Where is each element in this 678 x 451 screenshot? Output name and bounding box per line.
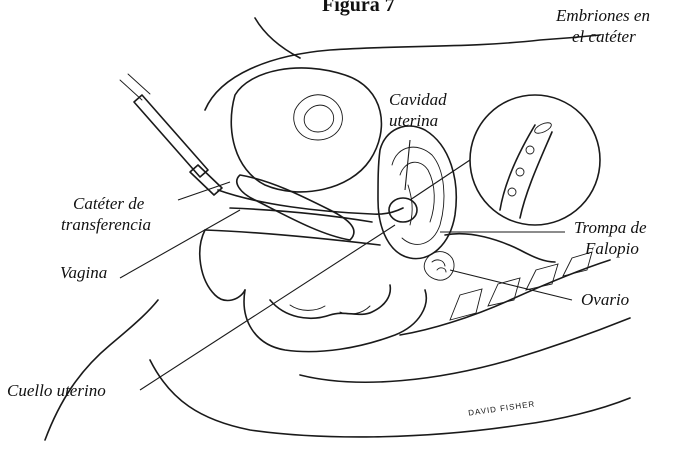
syringe-barrel bbox=[134, 95, 208, 177]
vagina-upper bbox=[230, 208, 372, 222]
cervix bbox=[389, 198, 417, 222]
bladder-inner-2 bbox=[304, 105, 333, 132]
label-ovary: Ovario bbox=[581, 290, 629, 310]
uterus-layer-1 bbox=[392, 147, 444, 244]
label-embryos-line1: Embriones en bbox=[556, 6, 650, 26]
vertebra-3 bbox=[526, 264, 558, 290]
label-cavity-line2: uterina bbox=[389, 111, 438, 131]
magnifier-circle bbox=[470, 95, 600, 225]
syringe-plunger bbox=[120, 74, 150, 100]
magnified-catheter-top bbox=[500, 125, 535, 210]
peritoneum bbox=[300, 318, 630, 382]
bowel-inner bbox=[290, 305, 370, 314]
uterus bbox=[378, 126, 456, 259]
sacrum-outline bbox=[400, 260, 610, 335]
vertebra-1 bbox=[450, 289, 482, 320]
lower-back-outline bbox=[150, 360, 630, 437]
vulva bbox=[200, 230, 245, 300]
embryo-3 bbox=[508, 188, 516, 196]
ovary-detail bbox=[432, 260, 446, 272]
leader-ovary bbox=[450, 270, 572, 300]
label-vagina: Vagina bbox=[60, 263, 107, 283]
label-embryos-line2: el catéter bbox=[572, 27, 636, 47]
leader-cervix bbox=[140, 225, 395, 390]
label-tube-line2: Falopio bbox=[585, 239, 639, 259]
label-tube-line1: Trompa de bbox=[574, 218, 647, 238]
bowel-loops bbox=[270, 285, 390, 318]
label-catheter-line1: Catéter de bbox=[73, 194, 144, 214]
figure-title: Figura 7 bbox=[322, 0, 395, 16]
magnified-catheter-bottom bbox=[520, 132, 552, 218]
fallopian-tube bbox=[445, 234, 555, 262]
rectum bbox=[244, 290, 426, 352]
label-cavity-line1: Cavidad bbox=[389, 90, 447, 110]
label-cervix: Cuello uterino bbox=[7, 381, 106, 401]
body-outline bbox=[255, 18, 300, 58]
embryo-1 bbox=[526, 146, 534, 154]
bladder-inner bbox=[294, 95, 343, 140]
embryo-2 bbox=[516, 168, 524, 176]
ovary bbox=[424, 252, 454, 281]
label-catheter-line2: transferencia bbox=[61, 215, 151, 235]
buttock-outline bbox=[45, 300, 158, 440]
magnifier-connector bbox=[410, 160, 470, 200]
bladder bbox=[231, 68, 381, 192]
magnified-catheter-end bbox=[533, 121, 553, 136]
